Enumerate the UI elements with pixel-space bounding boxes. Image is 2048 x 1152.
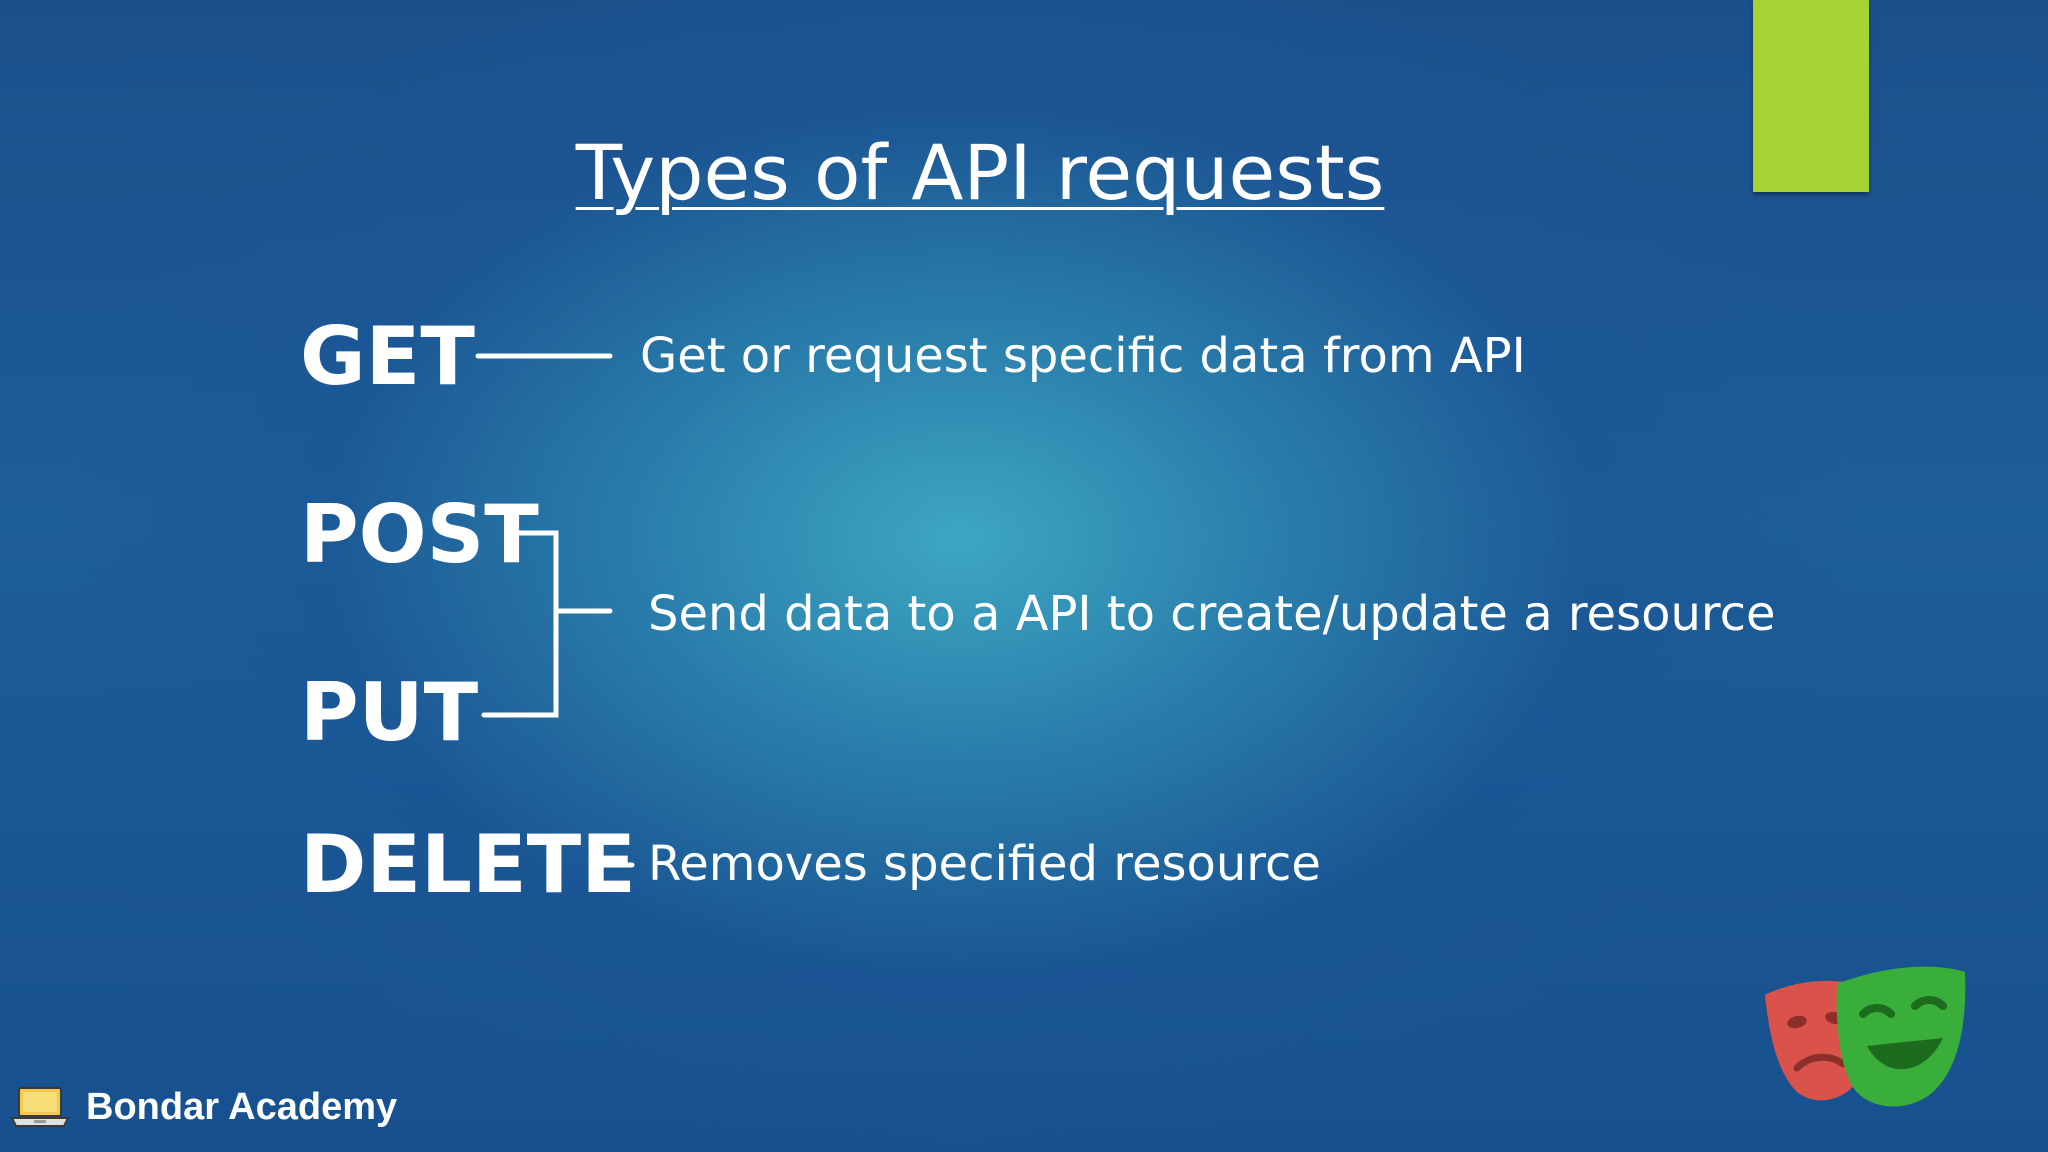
desc-delete: Removes specified resource bbox=[648, 836, 1321, 892]
brand-name: Bondar Academy bbox=[86, 1086, 398, 1128]
theater-masks-icon bbox=[1765, 966, 1966, 1107]
method-delete: DELETE bbox=[300, 818, 636, 911]
method-put: PUT bbox=[300, 666, 479, 759]
brand: Bondar Academy bbox=[10, 1082, 397, 1132]
green-mask bbox=[1836, 966, 1966, 1107]
method-post: POST bbox=[300, 488, 539, 581]
accent-bar bbox=[1753, 0, 1869, 192]
method-get: GET bbox=[300, 310, 475, 403]
desc-post-put: Send data to a API to create/update a re… bbox=[648, 586, 1776, 642]
laptop-icon bbox=[10, 1087, 70, 1127]
slide-title: Types of API requests bbox=[575, 128, 1385, 217]
desc-get: Get or request specific data from API bbox=[640, 328, 1526, 384]
